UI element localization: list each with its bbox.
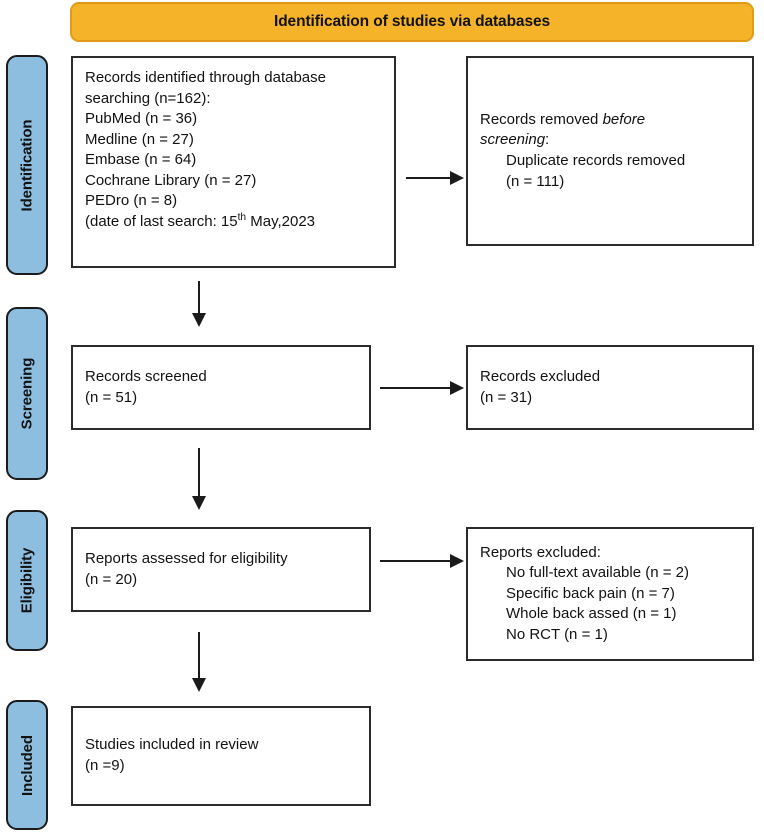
- box-studies-included: Studies included in review(n =9): [71, 706, 371, 806]
- reports-assessed-text: Reports assessed for eligibility(n = 20): [85, 549, 288, 588]
- stage-pill-eligibility: Eligibility: [6, 510, 48, 651]
- stage-label-eligibility: Eligibility: [18, 547, 36, 614]
- arrow-down-identification-to-screened: [190, 281, 208, 327]
- stage-label-included: Included: [18, 734, 36, 796]
- box-records-excluded: Records excluded(n = 31): [466, 345, 754, 430]
- records-screened-text: Records screened(n = 51): [85, 367, 207, 406]
- stage-pill-included: Included: [6, 700, 48, 830]
- arrow-right-assessed-to-excluded: [380, 552, 464, 570]
- diagram-header-banner: Identification of studies via databases: [70, 2, 754, 42]
- stage-label-identification: Identification: [18, 119, 36, 211]
- box-reports-assessed: Reports assessed for eligibility(n = 20): [71, 527, 371, 612]
- arrow-down-screened-to-assessed: [190, 448, 208, 510]
- box-reports-excluded: Reports excluded:No full-text available …: [466, 527, 754, 661]
- diagram-title: Identification of studies via databases: [273, 13, 551, 30]
- studies-included-text: Studies included in review(n =9): [85, 736, 259, 774]
- stage-label-screening: Screening: [18, 357, 36, 430]
- arrow-right-identification-to-removed: [406, 169, 464, 187]
- arrow-down-assessed-to-included: [190, 632, 208, 692]
- records-excluded-text: Records excluded(n = 31): [480, 367, 601, 406]
- box-records-screened: Records screened(n = 51): [71, 345, 371, 430]
- stage-pill-identification: Identification: [6, 55, 48, 275]
- stage-pill-screening: Screening: [6, 307, 48, 480]
- arrow-right-screened-to-excluded: [380, 379, 464, 397]
- reports-excluded-text: Reports excluded:No full-text available …: [480, 543, 690, 643]
